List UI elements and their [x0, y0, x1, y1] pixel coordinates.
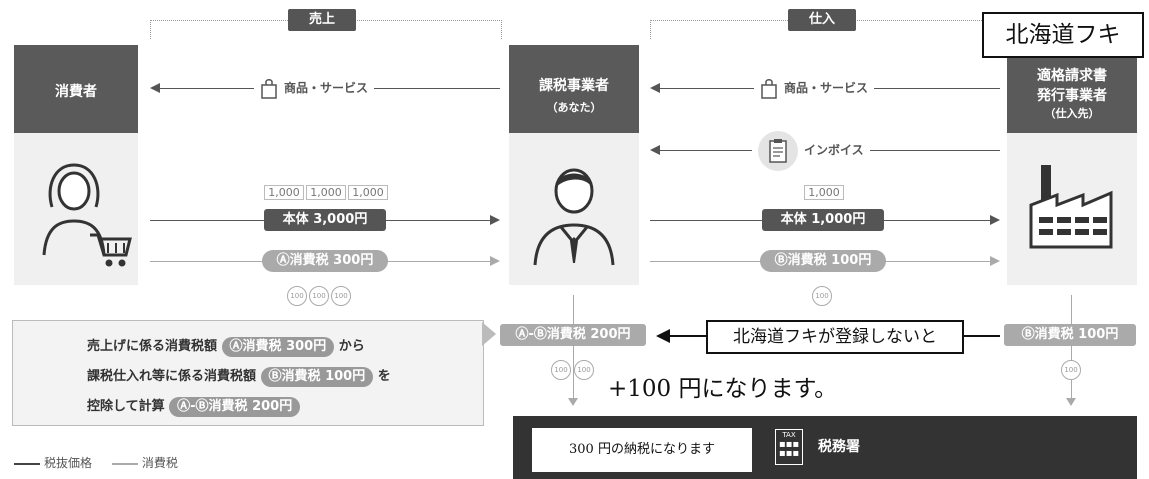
purchases-tax: Ⓑ消費税 100円	[760, 250, 886, 272]
tax-300-text: 300 円の納税になります	[569, 442, 715, 457]
not-registered-box: 北海道フキが登録しないと	[706, 320, 964, 354]
callout-line-2-suffix: を	[377, 369, 391, 384]
tax-office-name: 税務署	[818, 439, 860, 455]
sales-body-price: 本体 3,000円	[264, 209, 386, 231]
callout-line-1-text: 売上げに係る消費税額	[87, 339, 218, 354]
invoice-label: インボイス	[752, 128, 870, 172]
taxpayer-down-line	[573, 295, 574, 399]
legend-tax: 消費税	[141, 456, 178, 470]
legend-pre-tax: 税抜価格	[44, 456, 93, 470]
overlay-title: 北海道フキ	[1005, 22, 1121, 48]
purchases-body-price: 本体 1,000円	[762, 209, 884, 231]
clipboard-icon	[758, 130, 798, 171]
plus-100-text: +100 円になります。	[608, 376, 838, 402]
purchases-tax-arrowhead	[990, 256, 1000, 266]
supplier-tax-payment: Ⓑ消費税 100円	[1004, 324, 1136, 346]
tax-300-box: 300 円の納税になります	[532, 428, 752, 472]
annotation-connector	[962, 335, 1000, 337]
purchases-tag: 仕入	[788, 9, 856, 31]
consumer-body	[14, 133, 138, 285]
tax-office-icon: TAX ▪▪▪ ▪▪▪	[775, 429, 803, 465]
taxpayer-subtitle: （あなた）	[546, 101, 602, 114]
callout-line-3-text: 控除して計算	[87, 399, 165, 414]
sales-price-arrowhead	[490, 215, 500, 225]
banknote: 1,000	[264, 185, 304, 200]
supplier-body	[1007, 133, 1137, 285]
sales-tax: Ⓐ消費税 300円	[262, 250, 388, 272]
coin-icon: 100	[309, 286, 329, 306]
goods-left-arrowhead	[150, 83, 160, 93]
legend: 税抜価格 消費税	[14, 454, 178, 471]
consumer-title: 消費者	[55, 84, 97, 100]
legend-pre-tax-arrow-icon	[14, 462, 40, 465]
goods-left-text: 商品・サービス	[284, 81, 369, 95]
annotation-arrowhead	[656, 329, 670, 343]
callout-line-1: 売上げに係る消費税額 Ⓐ消費税 300円 から	[87, 335, 365, 357]
taxpayer-body	[509, 133, 639, 285]
invoice-text: インボイス	[804, 143, 864, 157]
annotation-arrow-line	[670, 335, 706, 337]
callout-pointer	[482, 322, 496, 346]
callout-line-1-suffix: から	[338, 339, 365, 354]
coin-icon: 100	[551, 360, 571, 380]
coin-icon: 100	[331, 286, 351, 306]
goods-right-text: 商品・サービス	[784, 81, 869, 95]
shopping-bag-icon	[261, 78, 277, 99]
callout-line-2: 課税仕入れ等に係る消費税額 Ⓑ消費税 100円 を	[87, 365, 391, 387]
factory-icon	[1029, 165, 1113, 249]
banknote: 1,000	[306, 185, 346, 200]
coin-icon: 100	[574, 360, 594, 380]
invoice-arrowhead	[650, 145, 660, 155]
supplier-title-2: 発行事業者	[1037, 88, 1107, 104]
taxpayer-tax-payment: Ⓐ-Ⓑ消費税 200円	[500, 324, 646, 346]
purchases-price-arrowhead	[990, 215, 1000, 225]
banknote: 1,000	[348, 185, 388, 200]
supplier-down-line	[1071, 295, 1072, 399]
taxpayer-title: 課税事業者	[539, 78, 609, 94]
legend-tax-arrow-icon	[111, 462, 138, 465]
goods-right-arrowhead	[650, 83, 660, 93]
callout-line-3: 控除して計算 Ⓐ-Ⓑ消費税 200円	[87, 395, 301, 417]
goods-left-label: 商品・サービス	[254, 72, 375, 104]
not-registered-text: 北海道フキが登録しないと	[733, 327, 937, 347]
overlay-title-box: 北海道フキ	[982, 12, 1144, 58]
banknote: 1,000	[804, 185, 844, 200]
consumer-with-cart-icon	[42, 163, 132, 267]
coin-icon: 100	[287, 286, 307, 306]
calculation-callout: 売上げに係る消費税額 Ⓐ消費税 300円 から 課税仕入れ等に係る消費税額 Ⓑ消…	[12, 320, 484, 426]
supplier-header: 適格請求書 発行事業者 （仕入先）	[1007, 45, 1137, 133]
coin-icon: 100	[1061, 360, 1081, 380]
sales-tax-arrowhead	[490, 256, 500, 266]
supplier-title-1: 適格請求書	[1037, 68, 1107, 84]
goods-right-label: 商品・サービス	[754, 72, 875, 104]
consumer-header: 消費者	[14, 45, 138, 133]
supplier-down-arrowhead	[1066, 398, 1076, 406]
taxpayer-header: 課税事業者 （あなた）	[509, 45, 639, 133]
coin-icon: 100	[812, 286, 832, 306]
businessperson-icon	[533, 168, 615, 266]
shopping-bag-icon	[761, 78, 777, 99]
callout-line-2-text: 課税仕入れ等に係る消費税額	[87, 369, 257, 384]
tax-icon-label: TAX	[782, 431, 796, 439]
callout-tax-ab-chip: Ⓐ-Ⓑ消費税 200円	[169, 397, 301, 417]
tax-office-bar: 300 円の納税になります TAX ▪▪▪ ▪▪▪ 税務署	[513, 416, 1137, 479]
supplier-subtitle: （仕入先）	[1044, 107, 1100, 120]
callout-tax-b-chip: Ⓑ消費税 100円	[260, 367, 374, 387]
taxpayer-down-arrowhead	[568, 398, 578, 406]
callout-tax-a-chip: Ⓐ消費税 300円	[221, 337, 335, 357]
sales-tag: 売上	[288, 9, 356, 31]
